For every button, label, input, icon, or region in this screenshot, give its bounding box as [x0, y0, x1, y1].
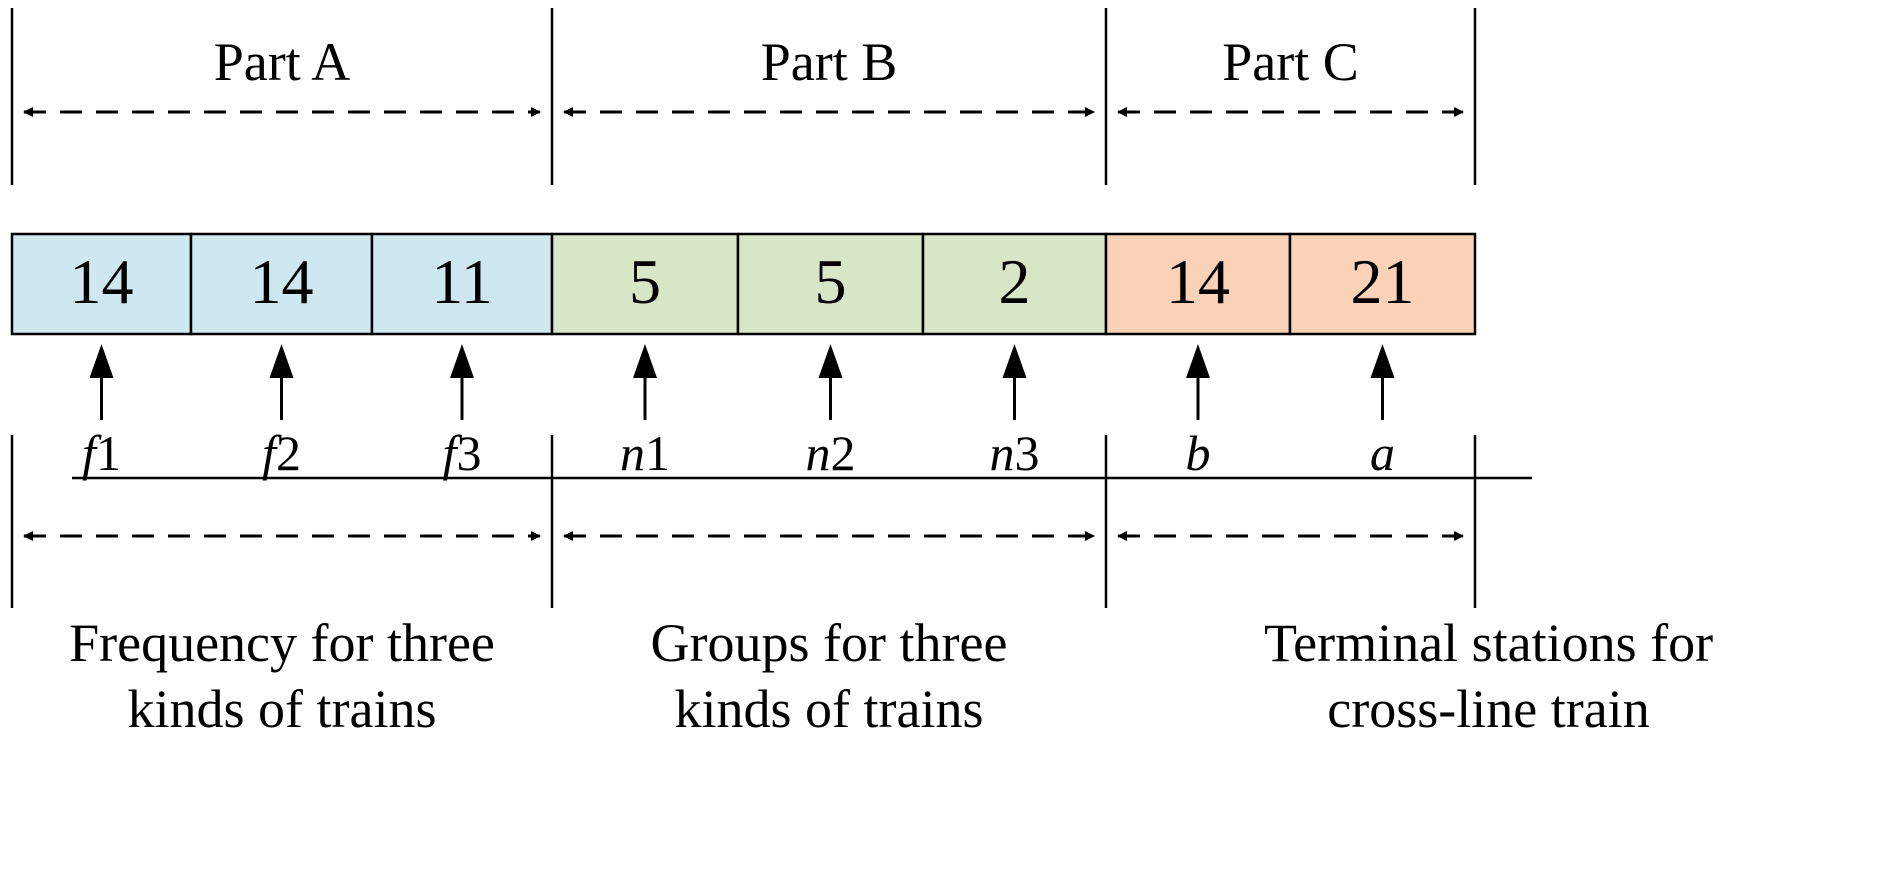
gene-cell: [1288, 232, 1477, 336]
variable-symbol: a: [1370, 425, 1395, 481]
variable-index: 3: [1015, 425, 1040, 481]
pointer-arrowhead: [269, 344, 294, 378]
gene-value: 14: [250, 246, 314, 317]
variable-symbol: n: [806, 425, 831, 481]
gene-cell: [736, 232, 925, 336]
variable-index: 1: [645, 425, 670, 481]
variable-label: a: [1370, 425, 1395, 481]
gene-value: 14: [1166, 246, 1230, 317]
variable-label: f3: [443, 425, 482, 481]
variable-label: n3: [990, 425, 1040, 481]
gene-value: 11: [431, 246, 493, 317]
gene-cell: [1104, 232, 1292, 336]
variable-symbol: n: [620, 425, 645, 481]
gene-cell: [550, 232, 740, 336]
variable-index: 2: [831, 425, 856, 481]
gene-value: 5: [629, 246, 661, 317]
variable-label: n1: [620, 425, 670, 481]
part-title-b: Part B: [761, 32, 898, 92]
gene-cell: [10, 232, 193, 336]
variable-label: n2: [806, 425, 856, 481]
description-line: cross-line train: [1327, 679, 1650, 739]
description-line: kinds of trains: [674, 679, 984, 739]
variable-index: 3: [456, 425, 481, 481]
part-title-c: Part C: [1222, 32, 1359, 92]
pointer-arrowhead: [818, 344, 843, 378]
description-line: kinds of trains: [127, 679, 437, 739]
gene-value: 2: [999, 246, 1031, 317]
variable-index: 1: [96, 425, 121, 481]
part-title-a: Part A: [214, 32, 351, 92]
variable-label: b: [1186, 425, 1211, 481]
pointer-arrowhead: [1370, 344, 1395, 378]
pointer-arrowhead: [89, 344, 114, 378]
pointer-arrowhead: [1186, 344, 1210, 378]
variable-index: 2: [276, 425, 301, 481]
variable-symbol: n: [990, 425, 1015, 481]
gene-value: 5: [815, 246, 847, 317]
description-line: Terminal stations for: [1263, 613, 1714, 673]
gene-cell: [921, 232, 1108, 336]
variable-symbol: b: [1186, 425, 1211, 481]
pointer-arrowhead: [633, 344, 657, 378]
variable-label: f2: [262, 425, 301, 481]
description-line: Groups for three: [650, 613, 1008, 673]
gene-value: 14: [70, 246, 134, 317]
pointer-arrowhead: [1002, 344, 1027, 378]
variable-label: f1: [82, 425, 121, 481]
pointer-arrowhead: [450, 344, 474, 378]
description-line: Frequency for three: [69, 613, 495, 673]
gene-value: 21: [1351, 246, 1415, 317]
